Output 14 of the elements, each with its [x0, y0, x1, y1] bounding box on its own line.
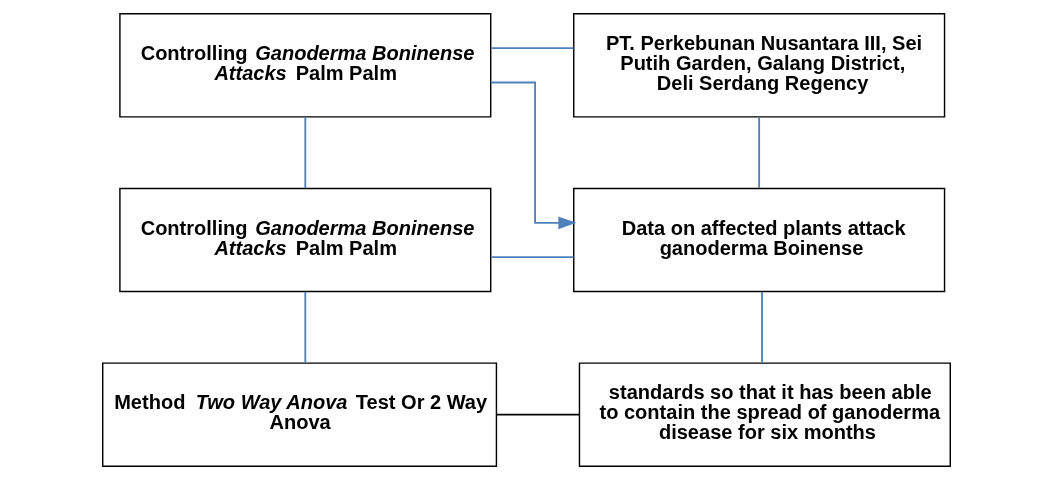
connector: [490, 47, 575, 50]
node-box: Controlling Ganoderma Boninense Attacks Palm Palm: [119, 187, 492, 293]
connector: [496, 413, 581, 416]
node-box: PT. Perkebunan Nusantara III, Sei Putih Garden, Galang District, Deli Serdang Regency: [573, 13, 946, 118]
arrow: [489, 81, 577, 230]
node-box: Method Two Way Anova Test Or 2 Way Anova: [102, 362, 498, 467]
connector: [490, 256, 575, 259]
node-box: Controlling Ganoderma Boninense Attacks Palm Palm: [119, 13, 492, 118]
node-box: standards so that it has been able to contain the spread of ganoderma disease for six months: [578, 362, 951, 467]
connector: [304, 291, 307, 364]
connector: [758, 116, 761, 189]
connector: [304, 116, 307, 189]
connector: [761, 291, 763, 364]
node-box: Data on affected plants attack ganoderma Boinense: [573, 187, 946, 293]
